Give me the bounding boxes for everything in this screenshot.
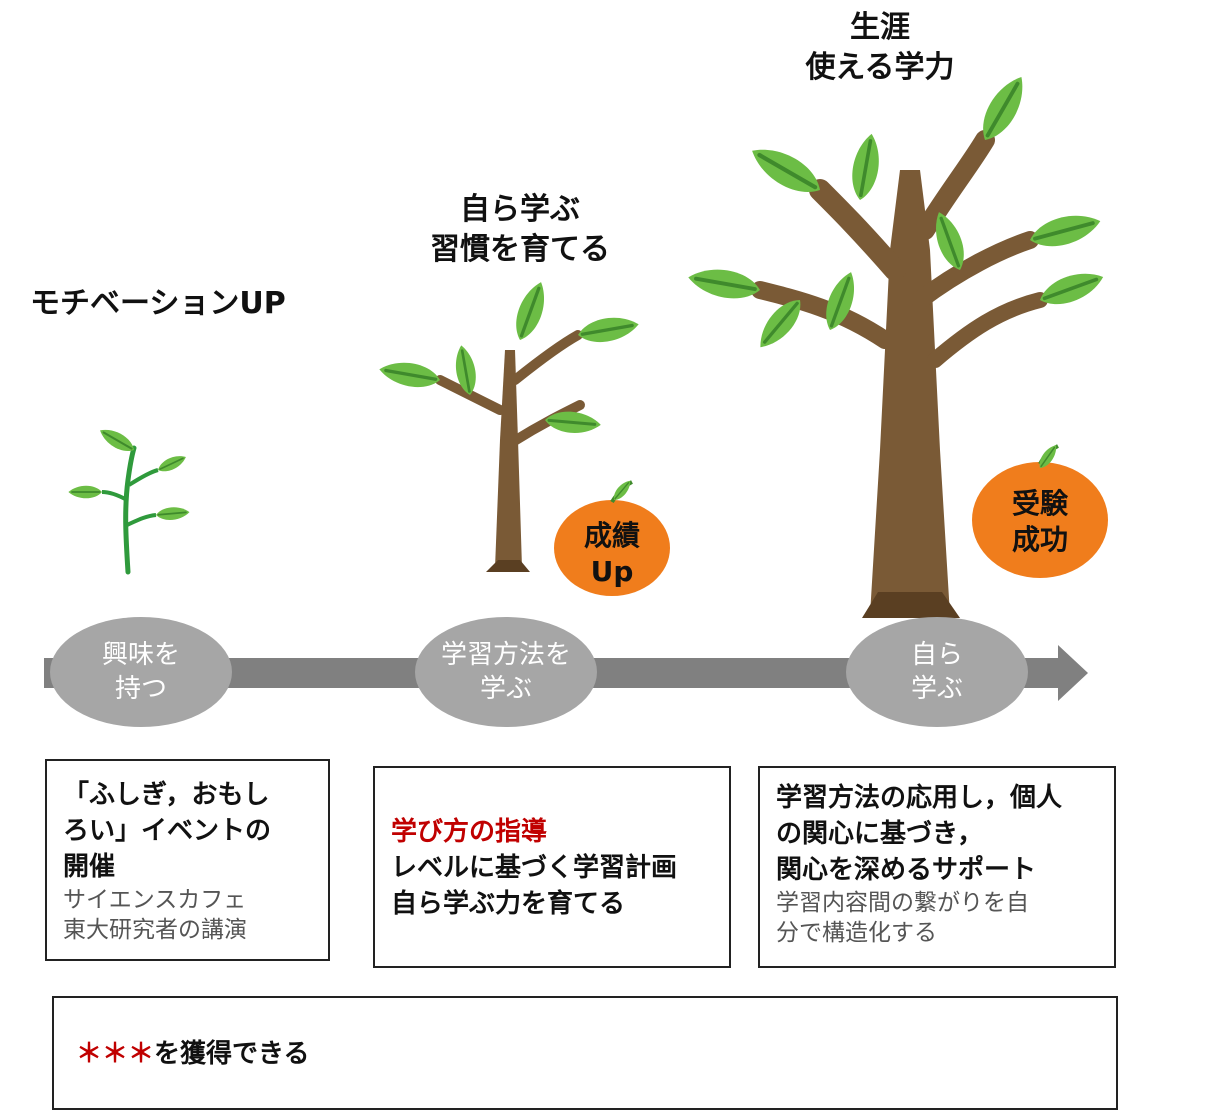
timeline-node-self-study: 自ら 学ぶ	[846, 617, 1028, 727]
stage-title-lifelong: 生涯 使える学力	[770, 8, 990, 88]
box3-light-line1: 学習内容間の繋がりを自	[776, 890, 1029, 916]
summary-text: を獲得できる	[154, 1039, 310, 1069]
timeline-node-method-line1: 学習方法を	[440, 640, 571, 670]
description-box-self-study: 学習方法の応用し，個人 の関心に基づき， 関心を深めるサポート 学習内容間の繋が…	[758, 766, 1116, 968]
orange-icon-grades	[554, 476, 670, 596]
stage-title-habit: 自ら学ぶ 習慣を育てる	[400, 190, 640, 270]
timeline-node-self-study-line1: 自ら	[910, 640, 963, 670]
stage-title-habit-line1: 自ら学ぶ	[460, 192, 580, 227]
timeline-node-interest-line1: 興味を	[101, 640, 180, 670]
box1-bold-line3: 開催	[63, 852, 116, 882]
timeline-node-method: 学習方法を 学ぶ	[415, 617, 597, 727]
timeline-node-interest-line2: 持つ	[114, 674, 167, 704]
box1-bold-line2: ろい」イベントの	[63, 816, 272, 846]
box1-light-line1: サイエンスカフェ	[63, 887, 247, 913]
fruit-label-grades-line2: Up	[590, 555, 634, 588]
box3-bold-line2: の関心に基づき，	[776, 819, 984, 849]
fruit-label-exam-line1: 受験	[1011, 487, 1068, 520]
fruit-label-exam-line2: 成功	[1011, 523, 1068, 556]
summary-box: ＊＊＊を獲得できる	[52, 996, 1118, 1110]
stage-title-lifelong-line2: 使える学力	[805, 50, 955, 85]
fruit-label-grades-line1: 成績	[583, 519, 640, 552]
box3-light-line2: 分で構造化する	[776, 920, 937, 946]
timeline-node-interest: 興味を 持つ	[50, 617, 232, 727]
description-box-method: 学び方の指導 レベルに基づく学習計画 自ら学ぶ力を育てる	[373, 766, 731, 968]
small-tree-icon	[375, 276, 643, 572]
timeline-node-method-line2: 学ぶ	[479, 674, 532, 704]
stage-title-motivation: モチベーションUP	[30, 286, 286, 321]
large-tree-icon	[683, 68, 1110, 618]
stage-title-habit-line2: 習慣を育てる	[430, 232, 610, 267]
summary-stars: ＊＊＊	[76, 1039, 155, 1069]
sprout-icon	[67, 422, 191, 575]
box2-bold-line2: 自ら学ぶ力を育てる	[391, 889, 626, 919]
box2-bold-line1: レベルに基づく学習計画	[391, 853, 678, 883]
box3-bold-line1: 学習方法の応用し，個人	[776, 783, 1063, 813]
box1-light-line2: 東大研究者の講演	[63, 917, 247, 943]
fruit-label-exam: 受験 成功	[990, 486, 1090, 558]
box1-bold-line1: 「ふしぎ，おもし	[63, 780, 270, 810]
box3-bold-line3: 関心を深めるサポート	[776, 855, 1037, 885]
fruit-label-grades: 成績 Up	[562, 518, 662, 590]
stage-title-lifelong-line1: 生涯	[850, 10, 910, 45]
timeline-node-self-study-line2: 学ぶ	[910, 674, 963, 704]
description-box-interest: 「ふしぎ，おもし ろい」イベントの 開催 サイエンスカフェ 東大研究者の講演	[45, 759, 330, 961]
orange-icon-exam	[972, 441, 1108, 578]
box2-red-line: 学び方の指導	[391, 817, 548, 847]
